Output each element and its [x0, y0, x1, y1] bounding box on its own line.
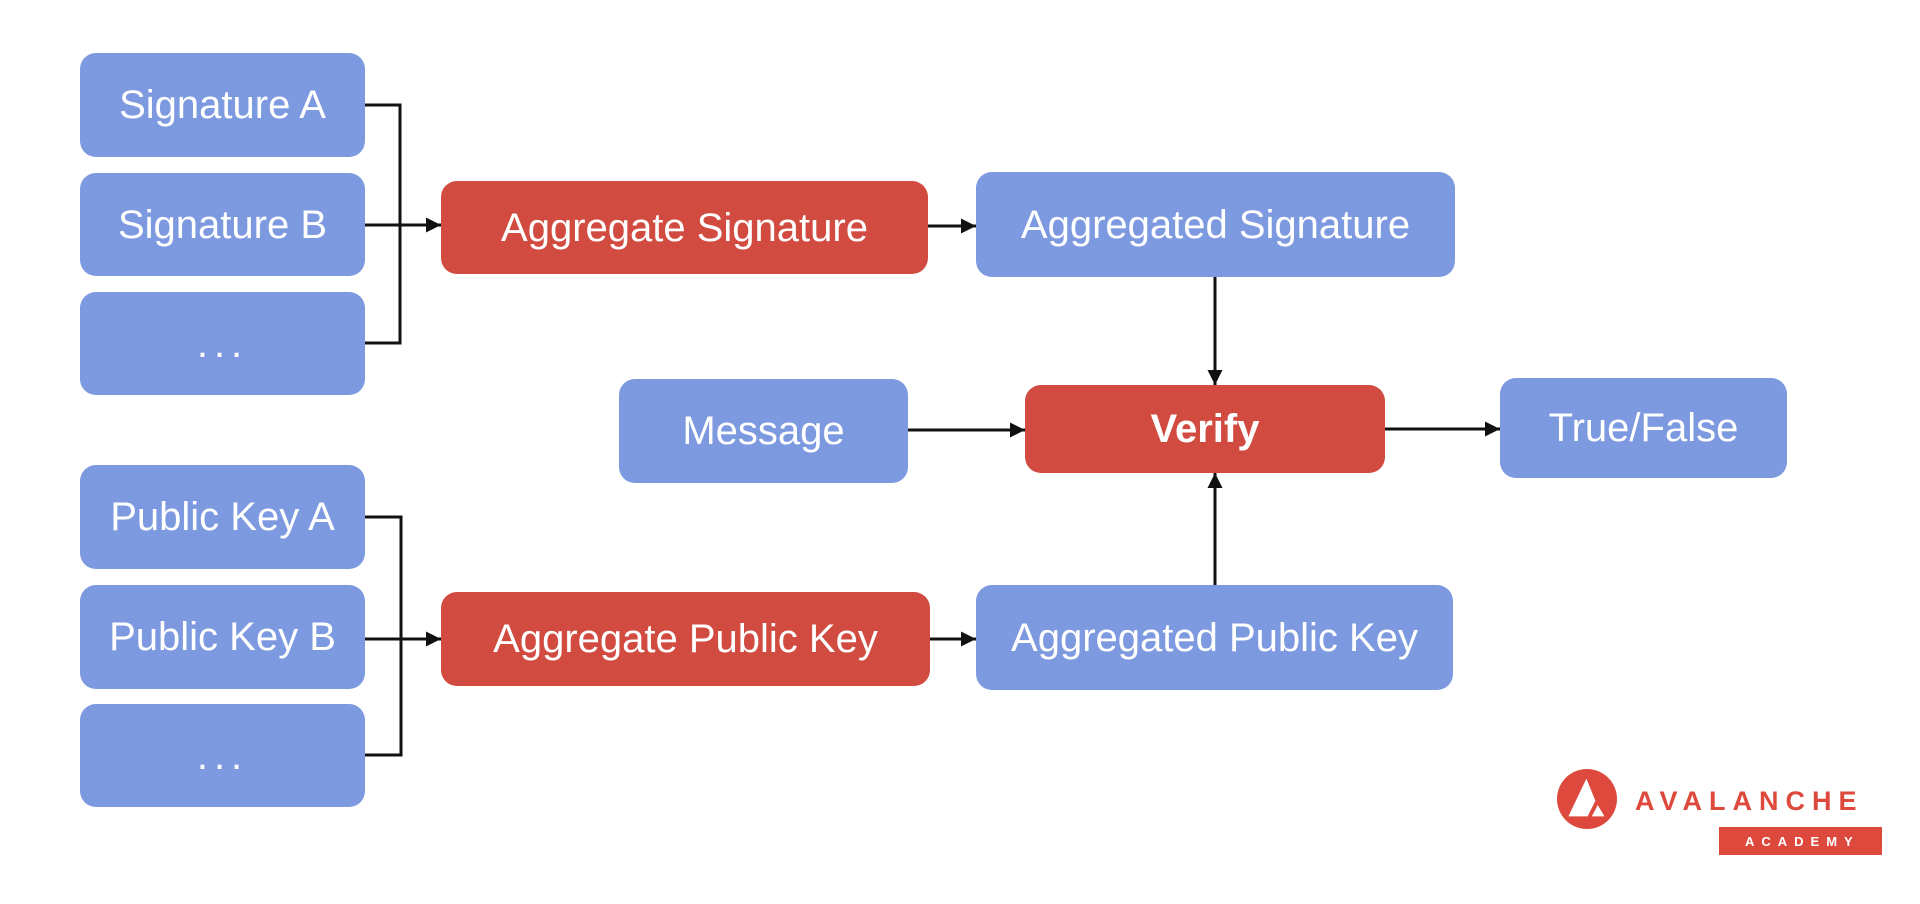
avalanche-mark-icon	[1557, 769, 1617, 829]
node-aggregate-public-key: Aggregate Public Key	[441, 592, 930, 686]
academy-badge: ACADEMY	[1719, 827, 1882, 855]
node-true-false: True/False	[1500, 378, 1787, 478]
avalanche-academy-logo: AVALANCHE ACADEMY	[1540, 760, 1900, 870]
node-signature-a: Signature A	[80, 53, 365, 157]
node-public-key-ellipsis: ...	[80, 704, 365, 807]
node-verify: Verify	[1025, 385, 1385, 473]
avalanche-wordmark: AVALANCHE	[1635, 786, 1864, 816]
node-aggregate-signature: Aggregate Signature	[441, 181, 928, 274]
node-public-key-b: Public Key B	[80, 585, 365, 689]
node-signature-b: Signature B	[80, 173, 365, 276]
node-signature-ellipsis: ...	[80, 292, 365, 395]
node-aggregated-public-key: Aggregated Public Key	[976, 585, 1453, 690]
node-message: Message	[619, 379, 908, 483]
edge-signatures-merge	[365, 103, 402, 345]
node-aggregated-signature: Aggregated Signature	[976, 172, 1455, 277]
edge-public-keys-merge	[365, 515, 403, 757]
node-public-key-a: Public Key A	[80, 465, 365, 569]
